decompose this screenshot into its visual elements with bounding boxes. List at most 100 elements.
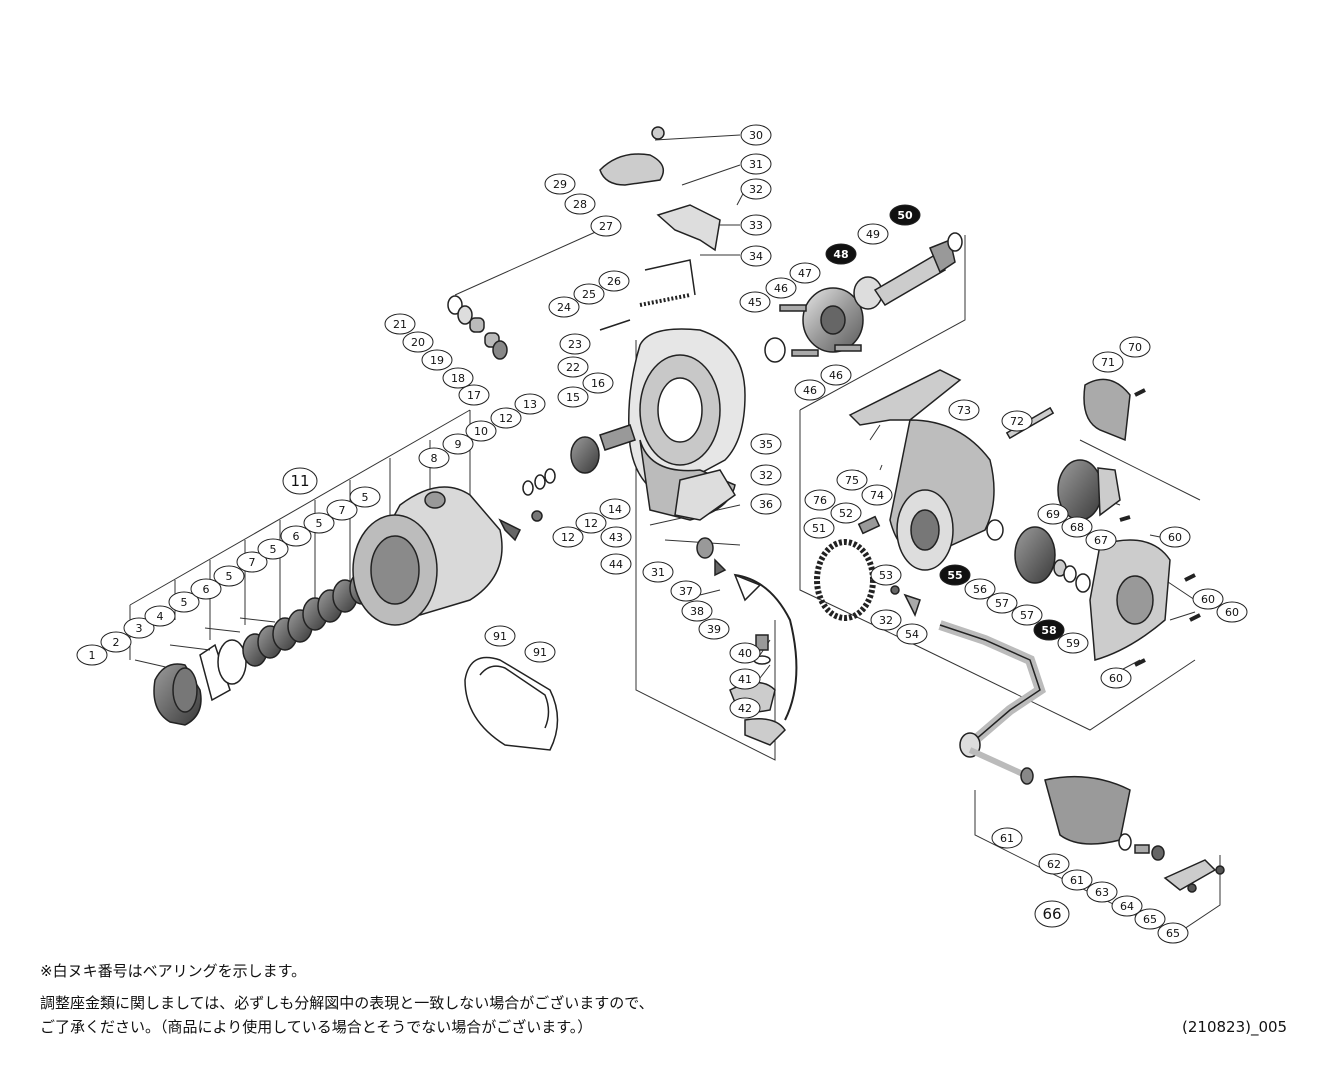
part-number-oval	[729, 697, 761, 719]
part-number-label: 2	[100, 631, 132, 653]
part-number-text: 50	[897, 209, 913, 222]
part-number-text: 7	[339, 504, 346, 517]
part-number-oval	[857, 223, 889, 245]
part-number-oval	[484, 625, 516, 647]
part-number-oval	[421, 349, 453, 371]
washer-note-line-1: 調整座金類に関しましては、必ずしも分解図中の表現と一致しない場合がございますので…	[40, 994, 654, 1012]
part-number-label: 7	[326, 499, 358, 521]
part-number-oval	[1061, 869, 1093, 891]
part-number-text: 1	[89, 649, 96, 662]
part-number-oval	[740, 178, 772, 200]
part-number-oval	[765, 277, 797, 299]
part-number-text: 25	[582, 288, 596, 301]
part-number-oval	[544, 173, 576, 195]
part-number-oval	[303, 512, 335, 534]
part-number-text: 6	[203, 583, 210, 596]
part-number-oval	[564, 193, 596, 215]
part-number-label: 39	[698, 618, 730, 640]
part-number-text: 49	[866, 228, 880, 241]
part-number-label: 11	[282, 467, 318, 495]
part-number-label: 26	[598, 270, 630, 292]
part-number-oval	[1134, 908, 1166, 930]
part-number-label: 35	[750, 433, 782, 455]
part-number-oval	[1100, 667, 1132, 689]
part-number-label: 13	[514, 393, 546, 415]
part-number-oval	[559, 333, 591, 355]
part-number-label: 57	[986, 592, 1018, 614]
part-number-text: 38	[690, 605, 704, 618]
part-number-oval	[820, 364, 852, 386]
part-number-text: 51	[812, 522, 826, 535]
reel-body	[848, 369, 995, 571]
part-number-oval	[282, 467, 318, 495]
part-number-oval	[1111, 895, 1143, 917]
part-number-label: 21	[384, 313, 416, 335]
part-number-label: 15	[557, 386, 589, 408]
part-number-oval	[1216, 601, 1248, 623]
part-number-label: 22	[557, 356, 589, 378]
part-number-text: 46	[774, 282, 788, 295]
part-number-oval	[1001, 410, 1033, 432]
part-number-text: 17	[467, 389, 481, 402]
part-number-oval	[830, 502, 862, 524]
part-number-text: 64	[1120, 900, 1134, 913]
part-number-text: 8	[431, 452, 438, 465]
part-number-oval	[794, 379, 826, 401]
part-number-label: 32	[750, 464, 782, 486]
part-number-label: 5	[257, 538, 289, 560]
part-number-oval	[236, 551, 268, 573]
part-number-oval	[750, 433, 782, 455]
part-number-label: 62	[1038, 853, 1070, 875]
part-number-label: 42	[729, 697, 761, 719]
pinion-gear-assembly	[764, 232, 963, 363]
part-number-oval	[123, 617, 155, 639]
part-number-text: 32	[879, 614, 893, 627]
part-number-label: 12	[552, 526, 584, 548]
part-number-text: 59	[1066, 637, 1080, 650]
part-number-oval	[986, 592, 1018, 614]
part-number-label: 45	[739, 291, 771, 313]
part-number-text: 21	[393, 318, 407, 331]
part-number-oval	[557, 356, 589, 378]
part-number-text: 31	[749, 158, 763, 171]
part-number-text: 43	[609, 531, 623, 544]
part-number-text: 16	[591, 377, 605, 390]
part-number-text: 12	[584, 517, 598, 530]
part-number-label: 40	[729, 642, 761, 664]
part-number-label: 76	[804, 489, 836, 511]
part-number-label: 59	[1057, 632, 1089, 654]
drag-knob	[153, 663, 202, 726]
part-number-text: 12	[561, 531, 575, 544]
part-number-label: 4	[144, 605, 176, 627]
part-number-text: 73	[957, 404, 971, 417]
part-number-label: 60	[1159, 526, 1191, 548]
part-number-oval	[698, 618, 730, 640]
part-number-oval	[190, 578, 222, 600]
part-number-oval	[548, 296, 580, 318]
part-number-label: 57	[1011, 604, 1043, 626]
part-number-oval	[948, 399, 980, 421]
part-number-oval	[889, 204, 921, 226]
part-number-label: 52	[830, 502, 862, 524]
part-number-text: 5	[226, 570, 233, 583]
part-number-text: 14	[608, 503, 622, 516]
part-number-label: 32	[870, 609, 902, 631]
part-number-label: 91	[524, 641, 556, 663]
part-number-label: 53	[870, 564, 902, 586]
part-number-text: 4	[157, 610, 164, 623]
part-number-oval	[557, 386, 589, 408]
part-number-oval	[1034, 900, 1070, 928]
part-number-text: 62	[1047, 858, 1061, 871]
part-number-label: 65	[1157, 922, 1189, 944]
part-number-label: 72	[1001, 410, 1033, 432]
part-number-text: 72	[1010, 415, 1024, 428]
part-number-text: 7	[249, 556, 256, 569]
part-number-oval	[1092, 351, 1124, 373]
part-number-label: 48	[825, 243, 857, 265]
part-number-text: 15	[566, 391, 580, 404]
part-number-text: 22	[566, 361, 580, 374]
part-number-label: 91	[484, 625, 516, 647]
part-number-label: 41	[729, 668, 761, 690]
part-number-text: 36	[759, 498, 773, 511]
